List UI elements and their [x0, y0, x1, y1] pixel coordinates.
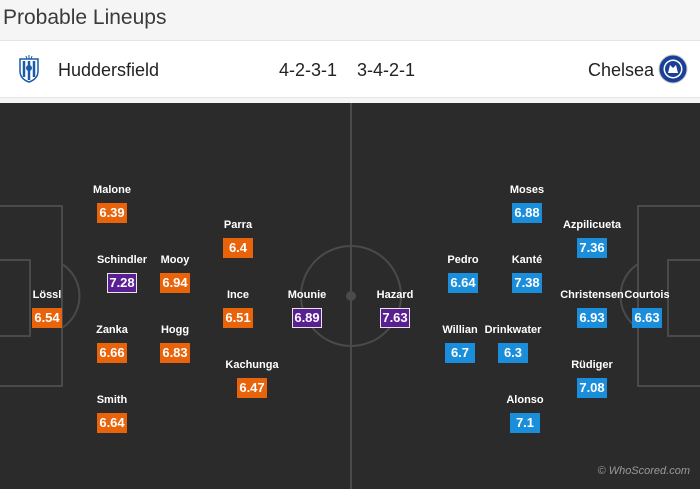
player-name: Schindler	[96, 254, 148, 266]
player-name: Rüdiger	[571, 359, 613, 371]
home-formation: 4-2-3-1	[279, 60, 338, 80]
home-player[interactable]: Kachunga 6.47	[212, 359, 292, 398]
player-rating-badge: 6.89	[292, 308, 322, 328]
player-name: Hogg	[160, 324, 190, 336]
player-name: Azpilicueta	[562, 219, 622, 231]
player-rating-badge: 6.94	[160, 273, 190, 293]
player-name: Willian	[442, 324, 478, 336]
player-rating-badge: 6.54	[32, 308, 62, 328]
away-player[interactable]: Alonso 7.1	[485, 394, 565, 433]
huddersfield-crest-icon	[19, 55, 39, 83]
player-rating-badge: 6.4	[223, 238, 253, 258]
player-rating-badge: 6.66	[97, 343, 127, 363]
home-player[interactable]: Zanka 6.66	[72, 324, 152, 363]
away-player[interactable]: Azpilicueta 7.36	[552, 219, 632, 258]
player-name: Kachunga	[225, 359, 279, 371]
away-player[interactable]: Courtois 6.63	[607, 289, 687, 328]
player-name: Parra	[223, 219, 253, 231]
player-name: Lössl	[32, 289, 62, 301]
away-player[interactable]: Rüdiger 7.08	[552, 359, 632, 398]
player-rating-badge: 6.39	[97, 203, 127, 223]
player-rating-badge: 6.88	[512, 203, 542, 223]
home-player[interactable]: Lössl 6.54	[7, 289, 87, 328]
away-player[interactable]: Hazard 7.63	[355, 289, 435, 328]
away-team-name[interactable]: Chelsea	[587, 60, 654, 80]
player-name: Zanka	[96, 324, 128, 336]
player-rating-badge: 7.38	[512, 273, 542, 293]
home-player[interactable]: Smith 6.64	[72, 394, 152, 433]
player-rating-badge: 6.64	[448, 273, 478, 293]
player-name: Ince	[226, 289, 249, 301]
player-name: Pedro	[447, 254, 479, 266]
away-formation: 3-4-2-1	[357, 60, 416, 80]
home-player[interactable]: Mounie 6.89	[267, 289, 347, 328]
player-rating-badge: 7.36	[577, 238, 607, 258]
away-player[interactable]: Christensen 6.93	[552, 289, 632, 328]
player-rating-badge: 7.28	[107, 273, 137, 293]
team-header-bar: Huddersfield 4-2-3-1 3-4-2-1 Chelsea	[0, 40, 700, 98]
watermark: © WhoScored.com	[597, 465, 690, 477]
player-name: Courtois	[624, 289, 670, 301]
chelsea-crest-icon	[658, 54, 688, 84]
home-player[interactable]: Schindler 7.28	[82, 254, 162, 293]
player-rating-badge: 7.08	[577, 378, 607, 398]
player-name: Moses	[509, 184, 545, 196]
player-name: Drinkwater	[484, 324, 542, 336]
player-rating-badge: 6.63	[632, 308, 662, 328]
player-rating-badge: 6.64	[97, 413, 127, 433]
player-name: Malone	[93, 184, 131, 196]
player-rating-badge: 6.47	[237, 378, 267, 398]
player-name: Kanté	[511, 254, 543, 266]
player-rating-badge: 6.83	[160, 343, 190, 363]
away-player[interactable]: Drinkwater 6.3	[473, 324, 553, 363]
player-name: Hazard	[376, 289, 414, 301]
player-name: Mounie	[287, 289, 327, 301]
player-name: Mooy	[160, 254, 190, 266]
player-name: Smith	[96, 394, 128, 406]
player-rating-badge: 7.1	[510, 413, 540, 433]
away-player[interactable]: Moses 6.88	[487, 184, 567, 223]
home-player[interactable]: Mooy 6.94	[135, 254, 215, 293]
player-rating-badge: 6.3	[498, 343, 528, 363]
player-rating-badge: 6.51	[223, 308, 253, 328]
player-rating-badge: 6.7	[445, 343, 475, 363]
away-player[interactable]: Pedro 6.64	[423, 254, 503, 293]
player-rating-badge: 6.93	[577, 308, 607, 328]
home-player[interactable]: Ince 6.51	[198, 289, 278, 328]
home-team-name[interactable]: Huddersfield	[58, 60, 160, 80]
away-player[interactable]: Kanté 7.38	[487, 254, 567, 293]
home-player[interactable]: Malone 6.39	[72, 184, 152, 223]
player-name: Christensen	[560, 289, 624, 301]
page-title: Probable Lineups	[3, 6, 167, 29]
away-player[interactable]: Willian 6.7	[420, 324, 500, 363]
player-rating-badge: 7.63	[380, 308, 410, 328]
home-player[interactable]: Parra 6.4	[198, 219, 278, 258]
pitch-lines	[0, 103, 700, 489]
player-name: Alonso	[506, 394, 544, 406]
home-player[interactable]: Hogg 6.83	[135, 324, 215, 363]
